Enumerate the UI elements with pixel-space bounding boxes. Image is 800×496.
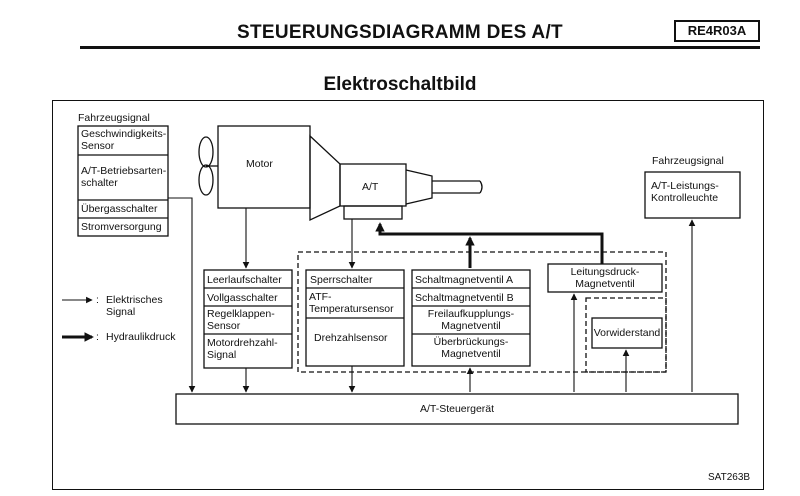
transmission-label: A/T	[362, 181, 379, 193]
legend-electric-colon: :	[96, 294, 99, 306]
lamp-box	[644, 171, 741, 219]
inhibitor-switch-label: Sperrschalter	[310, 274, 373, 286]
kickdown-switch-label: Übergasschalter	[81, 203, 158, 215]
shift-solenoid-a-label: Schaltmagnetventil A	[415, 274, 514, 286]
control-unit-box	[175, 393, 739, 425]
diagram-subtitle: Elektroschaltbild	[323, 74, 477, 95]
motor-label: Motor	[246, 158, 273, 170]
figure-code: SAT263B	[708, 472, 751, 483]
control-unit-label: A/T-Steuergerät	[419, 403, 495, 415]
diagram-frame	[52, 100, 764, 490]
input-switch-box	[203, 269, 293, 369]
shift-solenoid-b-label: Schaltmagnetventil B	[415, 292, 514, 304]
legend-hydraulic-colon: :	[96, 331, 99, 343]
right-signal-heading: Fahrzeugsignal	[652, 155, 724, 167]
lockup-solenoid-label: Überbrückungs- Magnetventil	[433, 336, 509, 360]
valve-group-box	[411, 269, 531, 367]
vehicle-signal-box	[77, 125, 169, 237]
model-code-badge: RE4R03A	[674, 20, 760, 42]
resistor-box	[591, 317, 663, 349]
bell-housing	[309, 134, 341, 222]
valve-body	[343, 205, 403, 220]
overrun-clutch-solenoid-label: Freilaufkupplungs- Magnetventil	[427, 308, 515, 332]
power-supply-label: Stromversorgung	[81, 221, 162, 233]
legend-electric-label: Elektrisches Signal	[106, 294, 163, 318]
full-throttle-switch-label: Vollgasschalter	[207, 292, 278, 304]
mode-switch-label: A/T-Betriebsarten- schalter	[81, 165, 167, 189]
throttle-sensor-label: Regelklappen- Sensor	[207, 308, 275, 332]
lamp-label: A/T-Leistungs- Kontrolleuchte	[651, 180, 719, 204]
idle-switch-label: Leerlaufschalter	[207, 274, 282, 286]
speed-sensor-label: Geschwindigkeits- Sensor	[81, 128, 167, 152]
legend-hydraulic-label: Hydraulikdruck	[106, 331, 176, 343]
dropping-resistor-label: Vorwiderstand	[593, 327, 661, 339]
fan-blade-bottom	[198, 164, 214, 196]
line-pressure-solenoid-label: Leitungsdruck- Magnetventil	[570, 266, 640, 290]
atf-temp-sensor-label: ATF- Temperatursensor	[309, 291, 394, 315]
revolution-sensor-label: Drehzahlsensor	[314, 332, 388, 344]
engine-speed-signal-label: Motordrehzahl- Signal	[207, 337, 278, 361]
left-signal-heading: Fahrzeugsignal	[78, 112, 150, 124]
fan-blade-top	[198, 136, 214, 168]
title-rule	[80, 46, 760, 49]
page-title: STEUERUNGSDIAGRAMM DES A/T	[237, 22, 563, 43]
line-pressure-valve-box	[547, 263, 663, 293]
solenoid-enclosure	[297, 251, 667, 373]
